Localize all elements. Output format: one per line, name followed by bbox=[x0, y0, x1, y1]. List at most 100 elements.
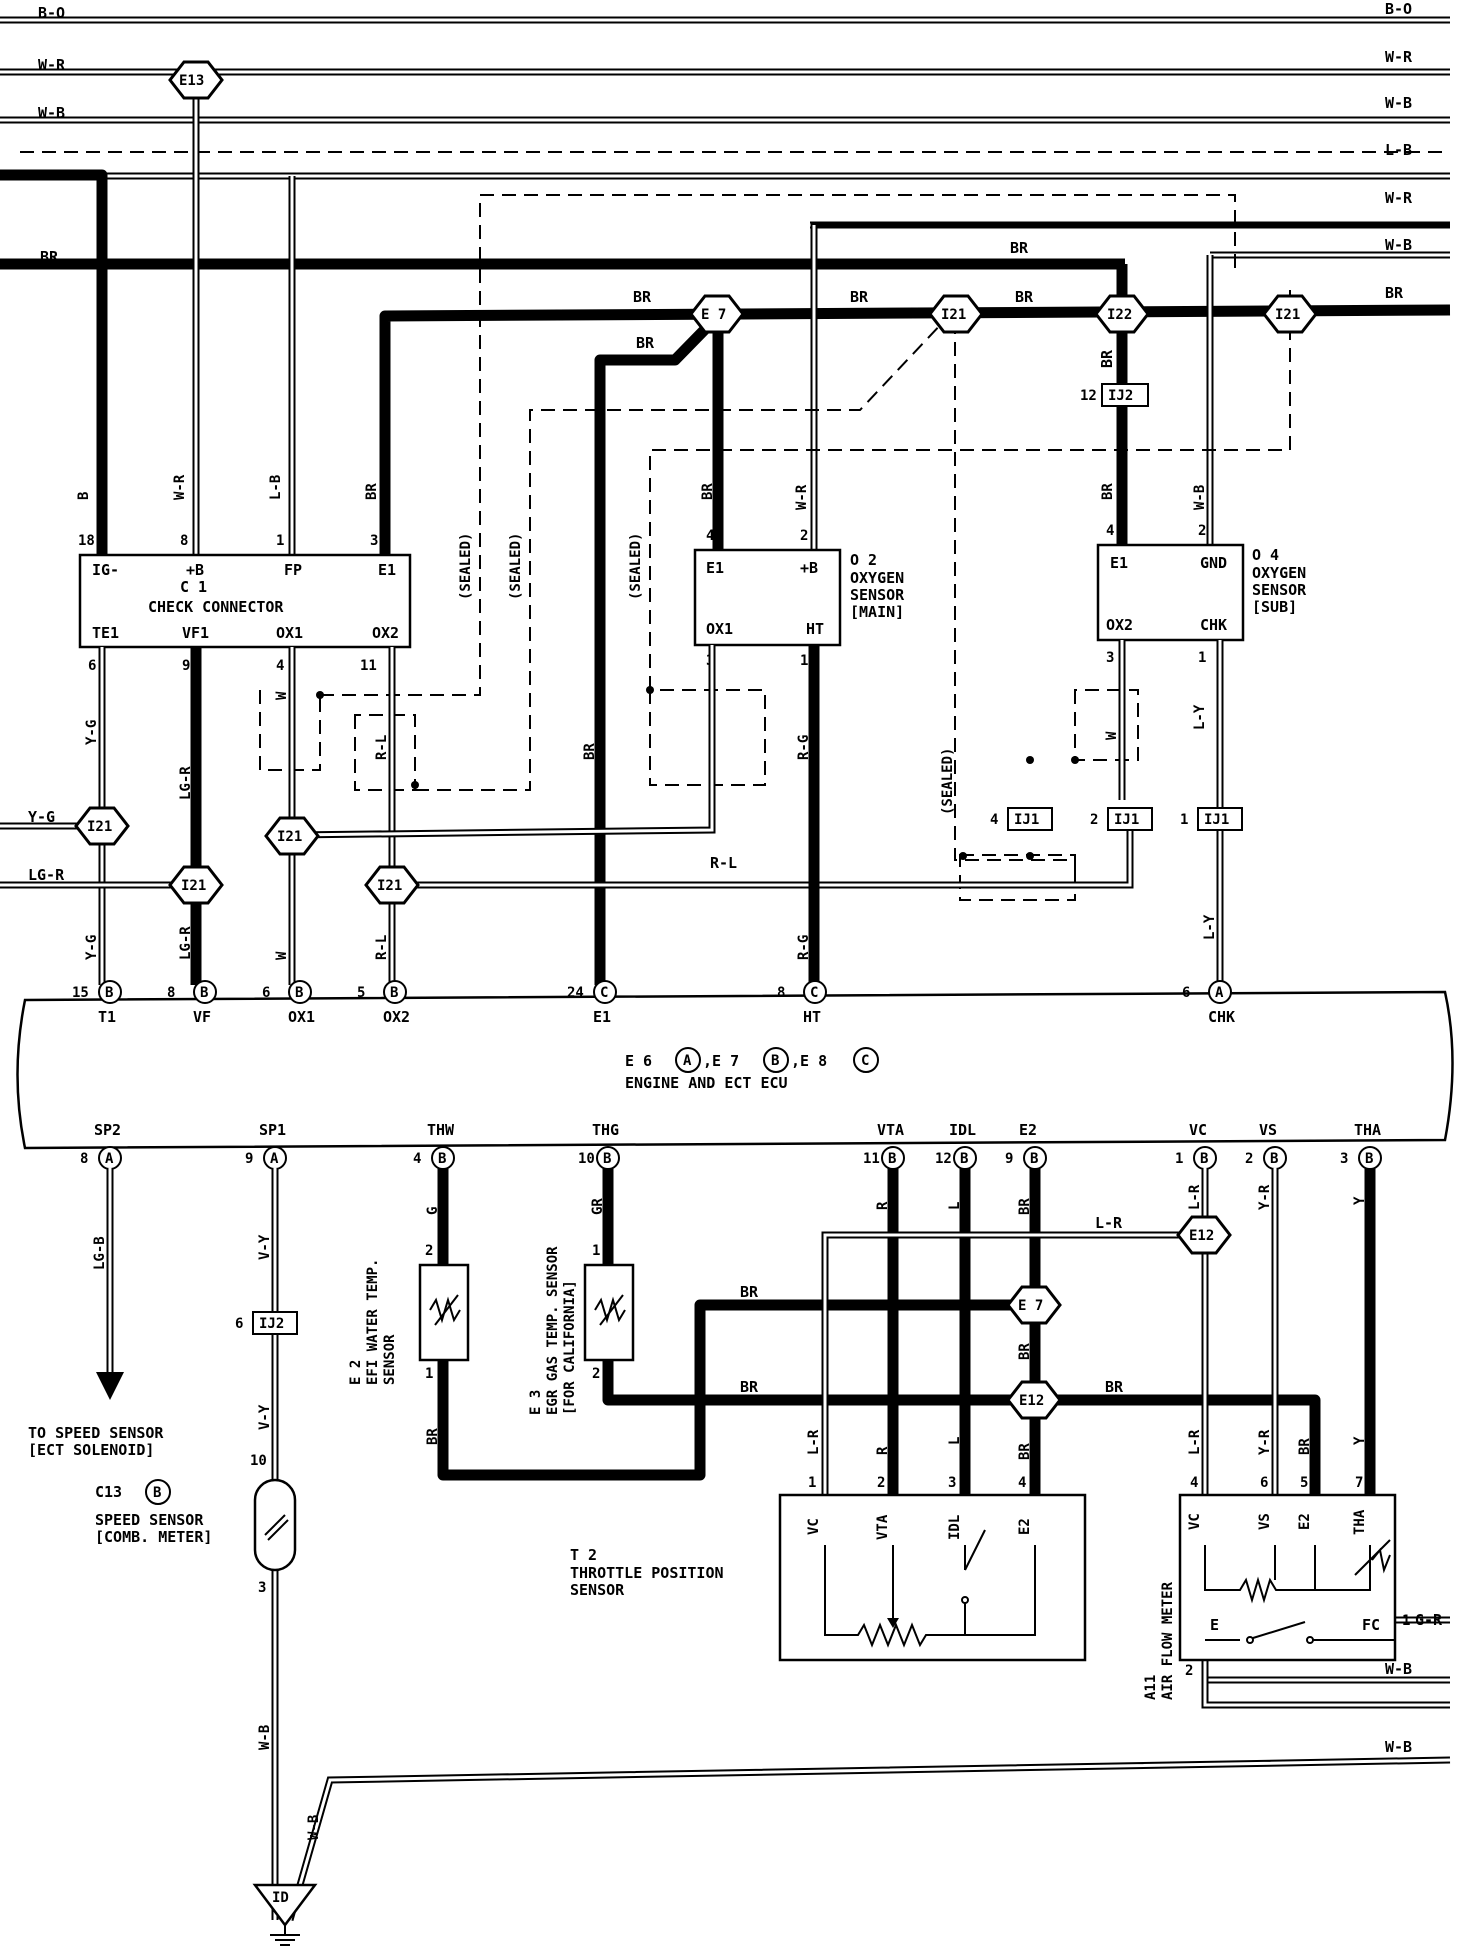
label-text: L-R bbox=[1187, 1184, 1203, 1210]
diagram-shape bbox=[824, 1545, 1036, 1648]
label-text: C bbox=[861, 1053, 869, 1069]
label-text: VTA bbox=[875, 1514, 891, 1540]
terminal-number: 8 bbox=[167, 985, 175, 1001]
label-text: L bbox=[947, 1437, 963, 1445]
label-text: 2 bbox=[1198, 523, 1206, 539]
label-text: 2 bbox=[877, 1475, 885, 1491]
label-text: [COMB. METER] bbox=[95, 1528, 212, 1546]
junction-e7-top bbox=[689, 294, 745, 334]
label-text: LG-R bbox=[178, 926, 194, 960]
label-text: R-G bbox=[796, 935, 812, 960]
diagram-shape bbox=[379, 304, 1451, 565]
label-text: 4 bbox=[990, 812, 998, 828]
diagram-shape bbox=[649, 689, 766, 786]
terminal-name: T1 bbox=[98, 1008, 116, 1026]
terminal-letter: C bbox=[600, 985, 608, 1001]
label-text: ID bbox=[272, 1890, 289, 1906]
diagram-shape bbox=[1007, 807, 1053, 831]
throttle-position-sensor: VC VTA IDL E2 1 2 3 4 T 2 THROTTLE POSIT… bbox=[570, 1475, 1087, 1662]
terminal-number: 12 bbox=[935, 1151, 952, 1167]
terminal-number: 6 bbox=[262, 985, 270, 1001]
junction-i21-w bbox=[264, 816, 320, 856]
sealed-labels: (SEALED) (SEALED) (SEALED) (SEALED) bbox=[458, 533, 956, 815]
label-text: Y-G bbox=[84, 935, 100, 960]
label-text: TE1 bbox=[92, 624, 119, 642]
label-text: IDL bbox=[947, 1515, 963, 1540]
label-text: (SEALED) bbox=[508, 533, 524, 600]
egr-gas-temp-sensor: 1 2 E 3 EGR GAS TEMP. SENSOR [FOR CALIFO… bbox=[528, 1168, 1321, 1495]
label-text: O 4 bbox=[1252, 546, 1279, 564]
diagram-shape bbox=[1178, 1493, 1397, 1662]
label-text: E 6 bbox=[625, 1052, 652, 1070]
terminal-name: SP2 bbox=[94, 1121, 121, 1139]
terminal-number: 5 bbox=[357, 985, 365, 1001]
diagram-shape bbox=[429, 1296, 461, 1324]
label-text: V-Y bbox=[257, 1234, 273, 1260]
terminal-name: HT bbox=[803, 1008, 821, 1026]
terminal-name: E1 bbox=[593, 1008, 611, 1026]
label-text: R-L bbox=[374, 935, 390, 960]
diagram-shape bbox=[252, 1883, 318, 1928]
diagram-shape bbox=[1204, 1545, 1316, 1604]
label-text: VC bbox=[1187, 1513, 1203, 1530]
label-text: OX2 bbox=[372, 624, 399, 642]
label-text: IJ1 bbox=[1204, 812, 1229, 828]
label-text: +B bbox=[186, 561, 204, 579]
terminal-name: SP1 bbox=[259, 1121, 286, 1139]
terminal-letter: B bbox=[1365, 1151, 1373, 1167]
label-text: R bbox=[875, 1446, 891, 1455]
label-text: W bbox=[274, 691, 290, 700]
label-text: E2 bbox=[1297, 1513, 1313, 1530]
diagram-shape bbox=[646, 686, 654, 694]
wire-label: L-B bbox=[1385, 141, 1412, 159]
label-text: BR bbox=[425, 1428, 441, 1445]
label-text: E2 bbox=[1017, 1518, 1033, 1535]
terminal-circle bbox=[1208, 980, 1232, 1004]
label-text: ENGINE AND ECT ECU bbox=[625, 1074, 788, 1092]
diagram-shape bbox=[1203, 1660, 1450, 1707]
mid-junctions: I21 I21 I21 I21 bbox=[74, 806, 420, 905]
label-text: 2 bbox=[1090, 812, 1098, 828]
label-text: L-R bbox=[806, 1429, 822, 1455]
label-text: OX2 bbox=[1106, 616, 1133, 634]
label-text: 2 bbox=[425, 1243, 433, 1259]
label-text: W-B bbox=[306, 1815, 322, 1840]
label-text: L-Y bbox=[1202, 914, 1218, 940]
diagram-shape bbox=[437, 1299, 1020, 1481]
label-text: [FOR CALIFORNIA] bbox=[562, 1280, 578, 1415]
label-text: G bbox=[425, 1207, 441, 1215]
label-text: E 7 bbox=[701, 307, 726, 323]
label-text: 2 bbox=[592, 1366, 600, 1382]
label-text: W-B bbox=[257, 1725, 273, 1750]
diagram-shape bbox=[415, 319, 946, 791]
terminal-name: VTA bbox=[877, 1121, 904, 1139]
diagram-shape bbox=[954, 320, 1076, 880]
wire-label: BR bbox=[40, 248, 59, 266]
label-text: 3 bbox=[1106, 650, 1114, 666]
label-text: B bbox=[76, 492, 92, 500]
terminal-number: 6 bbox=[1182, 985, 1190, 1001]
label-text: BR bbox=[740, 1283, 759, 1301]
label-text: +B bbox=[800, 559, 818, 577]
diagram-shape bbox=[649, 290, 1291, 690]
diagram-shape bbox=[320, 194, 1236, 696]
label-text: [ECT SOLENOID] bbox=[28, 1441, 154, 1459]
diagram-shape bbox=[411, 781, 419, 789]
terminal-letter: B bbox=[1270, 1151, 1278, 1167]
label-text: THROTTLE POSITION bbox=[570, 1564, 724, 1582]
diagram-shape bbox=[599, 1294, 624, 1326]
terminal-name: THG bbox=[592, 1121, 619, 1139]
label-text: 1 bbox=[592, 1243, 600, 1259]
label-text: AIR FLOW METER bbox=[1160, 1581, 1176, 1700]
label-text: W-R bbox=[172, 474, 188, 500]
label-text: 8 bbox=[180, 533, 188, 549]
label-text: 11 bbox=[360, 658, 377, 674]
